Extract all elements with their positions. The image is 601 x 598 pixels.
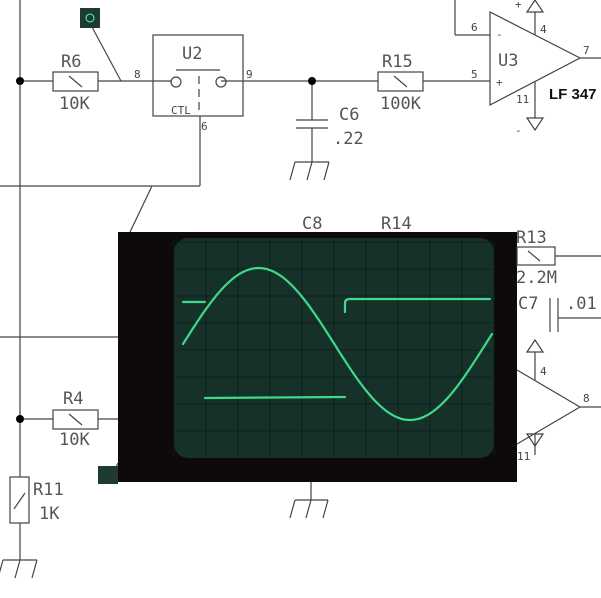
resistor-r11: R11 1K [9, 476, 64, 524]
svg-text:7: 7 [583, 44, 590, 57]
svg-text:2.2M: 2.2M [516, 268, 557, 288]
svg-text:+: + [496, 76, 503, 89]
opamp-u3: U3 6 5 7 4 11 - + + - LF 347 [471, 0, 597, 137]
svg-text:U3: U3 [498, 51, 518, 71]
svg-text:R13: R13 [516, 228, 547, 248]
ic-tag-icon [80, 8, 100, 28]
svg-text:R11: R11 [33, 480, 64, 500]
ground-symbols [0, 161, 330, 579]
resistor-r6: R6 10K [52, 52, 99, 114]
oscilloscope-photo [98, 232, 517, 484]
junction-dots [16, 77, 316, 423]
resistor-r13: R13 2.2M [516, 228, 557, 288]
opamp-lower: 4 8 11 [517, 338, 590, 463]
svg-text:U2: U2 [182, 44, 202, 64]
svg-text:C7: C7 [518, 294, 538, 314]
svg-text:R6: R6 [61, 52, 81, 72]
svg-text:.22: .22 [333, 129, 364, 149]
svg-text:1K: 1K [39, 504, 60, 524]
svg-text:CTL: CTL [171, 104, 191, 117]
resistor-r4: R4 10K [52, 389, 99, 450]
svg-text:R4: R4 [63, 389, 83, 409]
svg-text:100K: 100K [380, 94, 422, 114]
svg-text:4: 4 [540, 23, 547, 36]
svg-text:6: 6 [471, 21, 478, 34]
svg-text:9: 9 [246, 68, 253, 81]
svg-text:11: 11 [516, 93, 529, 106]
c8-label: C8 [302, 214, 322, 234]
svg-text:4: 4 [540, 365, 547, 378]
svg-text:LF 347: LF 347 [549, 86, 597, 103]
svg-text:6: 6 [201, 120, 208, 133]
svg-text:+: + [515, 0, 522, 11]
capacitor-c7: C7 .01 [518, 294, 597, 314]
svg-text:R15: R15 [382, 52, 413, 72]
svg-text:11: 11 [517, 450, 530, 463]
svg-text:5: 5 [471, 68, 478, 81]
svg-text:-: - [496, 28, 503, 41]
svg-text:10K: 10K [59, 94, 90, 114]
svg-text:.01: .01 [566, 294, 597, 314]
sine-trace [181, 266, 494, 422]
svg-text:10K: 10K [59, 430, 90, 450]
svg-text:-: - [515, 124, 522, 137]
resistor-r15: R15 100K [377, 52, 424, 114]
svg-text:C6: C6 [339, 105, 359, 125]
r14-label: R14 [381, 214, 412, 234]
switch-u2: U2 CTL 8 9 6 [134, 34, 253, 133]
svg-text:8: 8 [134, 68, 141, 81]
svg-text:8: 8 [583, 392, 590, 405]
capacitor-c6: C6 .22 [333, 105, 364, 149]
